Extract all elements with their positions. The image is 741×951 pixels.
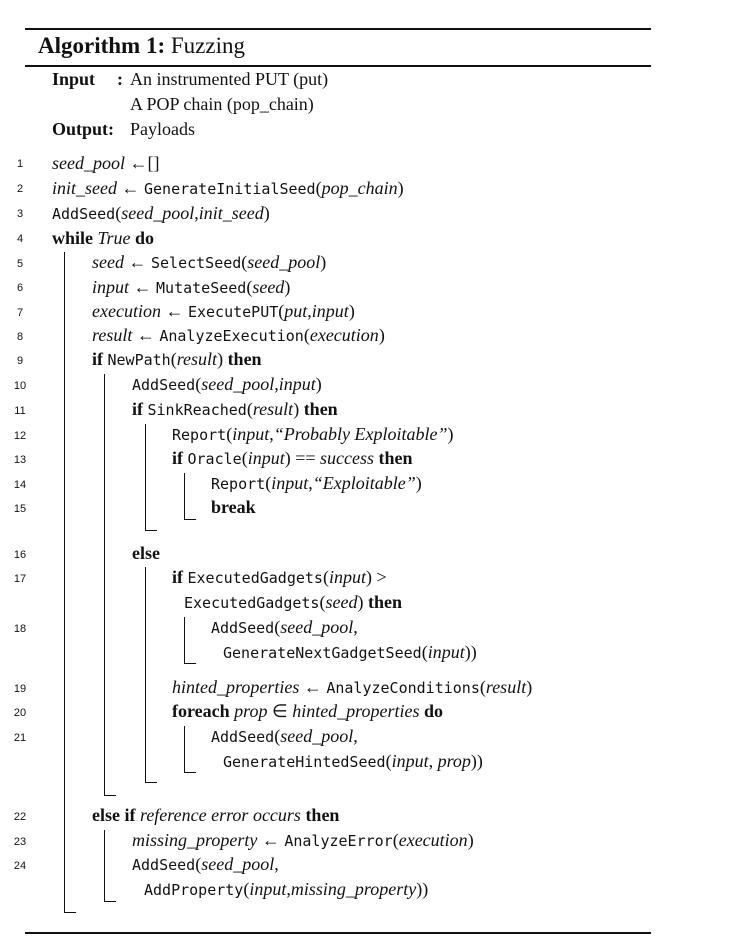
- code-line-22: else if reference error occurs then: [92, 805, 340, 825]
- code-line-21a: AddSeed(seed_pool,: [211, 726, 358, 746]
- line-number: 20: [13, 707, 27, 719]
- output-label: Output:: [52, 119, 115, 139]
- line-number: 13: [13, 454, 27, 466]
- code-line-17b: ExecutedGadgets(seed) then: [184, 592, 402, 612]
- block-bar-if-oracle: [184, 473, 186, 520]
- code-line-4: while True do: [52, 228, 155, 248]
- line-number: 5: [16, 258, 24, 270]
- line-number: 9: [16, 355, 24, 367]
- algorithm-title: Algorithm 1: Fuzzing: [38, 33, 245, 58]
- output-value: Payloads: [130, 119, 195, 139]
- line-number: 1: [16, 158, 24, 170]
- code-line-10: AddSeed(seed_pool,input): [132, 374, 322, 394]
- block-bar-else-if: [104, 830, 106, 902]
- code-line-24b: AddProperty(input,missing_property)): [144, 879, 429, 899]
- block-end-if-sink: [145, 530, 157, 532]
- code-line-18b: GenerateNextGadgetSeed(input)): [223, 642, 477, 662]
- line-number: 16: [13, 549, 27, 561]
- line-number: 3: [16, 208, 24, 220]
- code-line-3: AddSeed(seed_pool,init_seed): [52, 203, 270, 223]
- block-bar-if-sink: [145, 424, 147, 531]
- code-line-2: init_seed ← GenerateInitialSeed(pop_chai…: [52, 178, 404, 198]
- line-number: 19: [13, 683, 27, 695]
- line-number: 17: [13, 573, 27, 585]
- code-line-23: missing_property ← AnalyzeError(executio…: [132, 830, 474, 850]
- line-number: 10: [13, 380, 27, 392]
- code-line-11: if SinkReached(result) then: [132, 399, 338, 419]
- code-line-9: if NewPath(result) then: [92, 349, 262, 369]
- input-label: Input: [52, 69, 96, 89]
- code-line-16: else: [132, 543, 160, 563]
- title-rule: [25, 65, 651, 67]
- line-number: 7: [16, 307, 24, 319]
- code-line-14: Report(input,“Exploitable”): [211, 473, 422, 493]
- line-number: 14: [13, 479, 27, 491]
- code-line-18a: AddSeed(seed_pool,: [211, 617, 358, 637]
- block-end-if-newpath: [104, 795, 116, 797]
- code-line-17a: if ExecutedGadgets(input) >: [172, 567, 387, 587]
- line-number: 24: [13, 860, 27, 872]
- input-line-2: A POP chain (pop_chain): [130, 94, 314, 114]
- block-bar-if-gadgets: [184, 617, 186, 664]
- code-line-6: input ← MutateSeed(seed): [92, 277, 291, 297]
- line-number: 18: [13, 623, 27, 635]
- block-bar-while: [64, 252, 66, 913]
- code-line-24a: AddSeed(seed_pool,: [132, 854, 279, 874]
- input-line-1: An instrumented PUT (put): [130, 69, 329, 89]
- line-number: 6: [16, 282, 24, 294]
- code-line-8: result ← AnalyzeExecution(execution): [92, 325, 385, 345]
- code-line-21b: GenerateHintedSeed(input, prop)): [223, 751, 483, 771]
- line-number: 15: [13, 503, 27, 515]
- block-end-while: [64, 912, 76, 914]
- code-line-7: execution ← ExecutePUT(put,input): [92, 301, 355, 321]
- block-bar-foreach: [184, 726, 186, 773]
- code-line-5: seed ← SelectSeed(seed_pool): [92, 252, 327, 272]
- bottom-rule: [25, 932, 651, 934]
- code-line-12: Report(input,“Probably Exploitable”): [172, 424, 454, 444]
- top-rule: [25, 28, 651, 30]
- code-line-19: hinted_properties ← AnalyzeConditions(re…: [172, 677, 533, 697]
- block-end-if-oracle: [184, 519, 196, 521]
- code-line-1: seed_pool ←[]: [52, 153, 160, 173]
- line-number: 8: [16, 331, 24, 343]
- block-end-foreach: [184, 772, 196, 774]
- line-number: 11: [14, 405, 26, 417]
- block-end-if-gadgets: [184, 663, 196, 665]
- code-line-20: foreach prop ∈ hinted_properties do: [172, 701, 444, 721]
- block-end-else-if: [104, 901, 116, 903]
- line-number: 21: [13, 732, 27, 744]
- block-end-else: [145, 782, 157, 784]
- block-bar-if-newpath: [104, 374, 106, 796]
- block-bar-else: [145, 567, 147, 783]
- code-line-15: break: [211, 497, 256, 517]
- line-number: 2: [16, 183, 24, 195]
- code-line-13: if Oracle(input) == success then: [172, 448, 413, 468]
- line-number: 22: [13, 811, 27, 823]
- input-colon: :: [117, 69, 123, 89]
- line-number: 4: [16, 233, 24, 245]
- line-number: 12: [13, 430, 27, 442]
- line-number: 23: [13, 836, 27, 848]
